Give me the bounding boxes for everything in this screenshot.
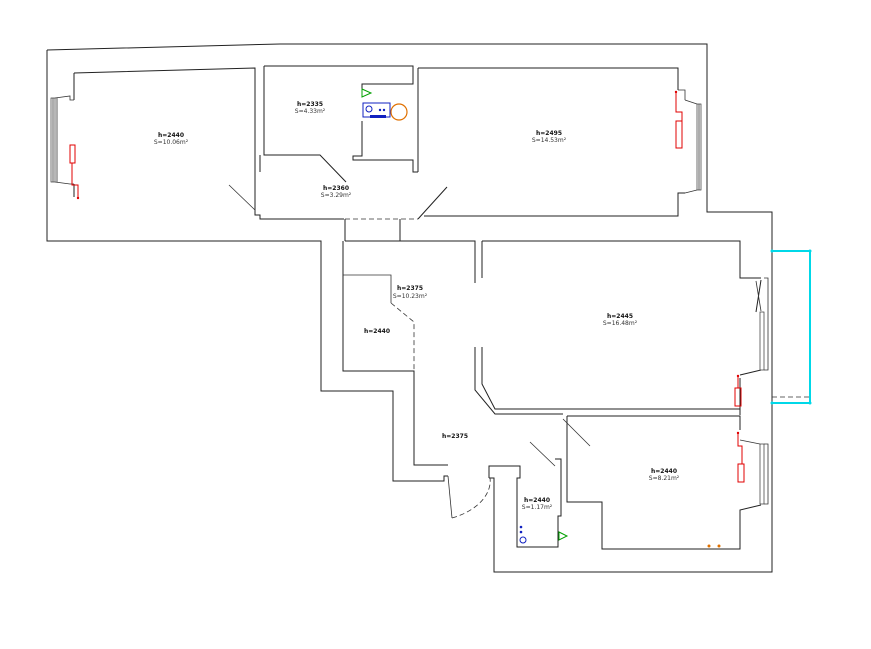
room-bottom-right-wall: [566, 415, 762, 550]
label-closet: h=2440: [364, 328, 390, 335]
svg-text:h=2440: h=2440: [651, 468, 677, 475]
svg-text:S=16.48m²: S=16.48m²: [603, 320, 638, 327]
label-room-bottom-right: h=2440 S=8.21m²: [649, 468, 680, 482]
radiator-left: [69, 144, 80, 200]
label-room-top-right: h=2495 S=14.53m²: [532, 130, 567, 144]
label-hall: h=2375 S=10.23m²: [393, 285, 428, 300]
window-bottom-right: [759, 443, 765, 505]
closet-opening: [390, 302, 415, 371]
svg-text:h=2440: h=2440: [158, 132, 184, 139]
label-corridor-top: h=2360 S=3.29m²: [321, 185, 352, 199]
svg-text:h=2360: h=2360: [323, 185, 349, 192]
riser-marker-icon-2: [558, 531, 569, 541]
svg-text:h=2375: h=2375: [442, 433, 468, 440]
outer-wall: [46, 43, 773, 573]
radiator-top-right: [674, 90, 683, 149]
svg-text:h=2440: h=2440: [524, 497, 550, 504]
svg-text:S=10.06m²: S=10.06m²: [154, 139, 189, 146]
outer-wall-left: [46, 50, 448, 482]
label-bathroom: h=2335 S=4.33m²: [295, 101, 326, 115]
bathroom-wall: [264, 65, 414, 89]
room-top-right-wall: [417, 67, 685, 220]
entrance-door-arc: [451, 477, 491, 519]
svg-text:S=4.33m²: S=4.33m²: [295, 108, 326, 115]
svg-text:h=2445: h=2445: [607, 313, 633, 320]
svg-text:S=14.53m²: S=14.53m²: [532, 137, 567, 144]
label-room-top-left: h=2440 S=10.06m²: [154, 132, 189, 146]
svg-text:S=8.21m²: S=8.21m²: [649, 475, 680, 482]
svg-text:S=10.23m²: S=10.23m²: [393, 293, 428, 300]
toilet-icon: [519, 536, 527, 544]
boiler-icon: [390, 103, 408, 121]
hall-wall: [345, 240, 476, 283]
wc-wall: [488, 458, 562, 548]
radiator-bottom-right: [736, 431, 745, 483]
room-top-left-wall: [73, 67, 344, 220]
label-room-mid-right: h=2445 S=16.48m²: [603, 313, 638, 327]
svg-text:h=2495: h=2495: [536, 130, 562, 137]
riser-marker-icon: [361, 88, 373, 98]
svg-text:h=2375: h=2375: [397, 285, 423, 292]
label-corridor-low: h=2375: [442, 433, 468, 440]
room-mid-right-wall: [474, 240, 761, 415]
label-wc: h=2440 S=1.17m²: [522, 497, 553, 511]
balcony-outline: [772, 250, 811, 404]
svg-text:S=1.17m²: S=1.17m²: [522, 504, 553, 511]
window-mid-right: [759, 311, 765, 371]
svg-text:h=2335: h=2335: [297, 101, 323, 108]
svg-text:h=2440: h=2440: [364, 328, 390, 335]
radiator-mid-right: [734, 374, 742, 407]
bathtub-icon: [362, 102, 391, 118]
sink-icon: [365, 105, 373, 113]
svg-text:S=3.29m²: S=3.29m²: [321, 192, 352, 199]
